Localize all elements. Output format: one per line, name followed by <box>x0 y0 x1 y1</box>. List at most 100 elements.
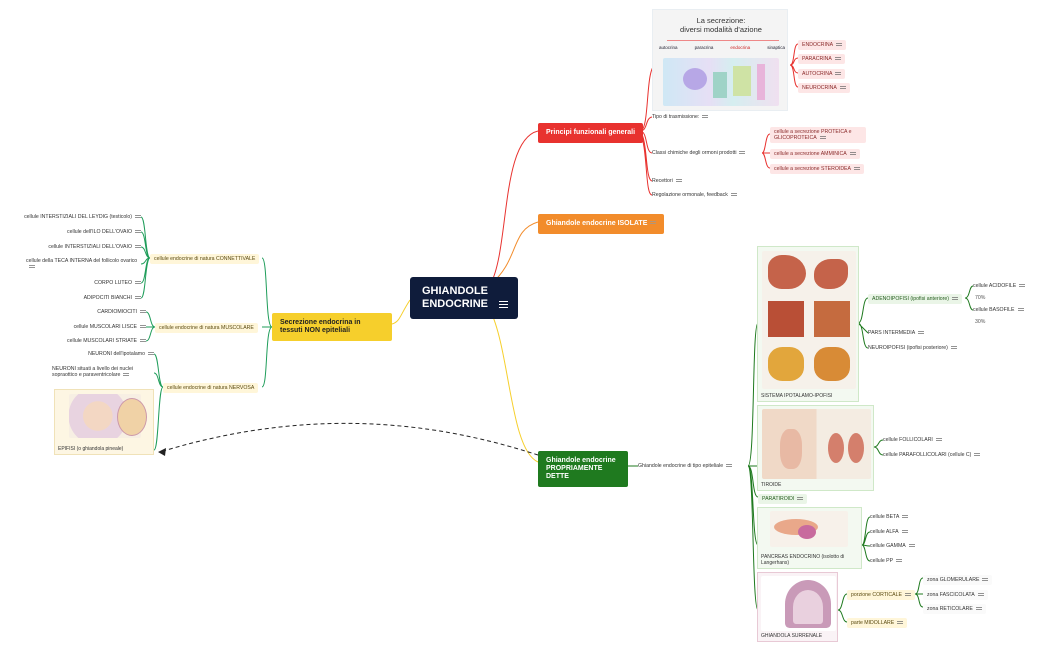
pancreas-card[interactable]: PANCREAS ENDOCRINO (isolotto di Langerha… <box>757 507 862 569</box>
branch-tessuti-label: Secrezione endocrina in tessuti NON epit… <box>280 319 361 334</box>
zona-reticolare[interactable]: zona RETICOLARE <box>923 604 986 615</box>
zona-reticolare-label: zona RETICOLARE <box>927 606 973 612</box>
tipo-autocrina-label: AUTOCRINA <box>802 71 833 77</box>
notes-icon <box>726 463 733 468</box>
tipo-neurocrina[interactable]: NEUROCRINA <box>798 83 850 94</box>
tipo-paracrina[interactable]: PARACRINA <box>798 54 845 65</box>
acidofile[interactable]: cellule ACIDOFILE <box>973 283 1026 289</box>
adenoipofisi-label: ADENOIPOFISI (ipofisi anteriore) <box>872 296 949 302</box>
midollare[interactable]: parte MIDOLLARE <box>847 618 908 629</box>
surrenale-label: GHIANDOLA SURRENALE <box>761 633 823 639</box>
central-topic[interactable]: GHIANDOLE ENDOCRINE <box>410 277 518 319</box>
musc-item-cardio[interactable]: CARDIOMIOCITI <box>40 309 146 315</box>
classe-steroidea[interactable]: cellule a secrezione STEROIDEA <box>770 164 864 175</box>
surrenale-card[interactable]: GHIANDOLA SURRENALE <box>757 572 838 642</box>
surrenale-illustration <box>761 576 836 631</box>
branch-principi[interactable]: Principi funzionali generali <box>538 123 644 143</box>
notes-icon <box>730 192 737 197</box>
neuroipofisi[interactable]: NEUROIPOFISI (ipofisi posteriore) <box>868 345 957 351</box>
notes-icon <box>739 150 746 155</box>
notes-icon <box>135 229 141 234</box>
notes-icon <box>950 345 957 350</box>
cell-beta-label: cellule BETA <box>870 514 900 520</box>
conn-item-interstiziali[interactable]: cellule INTERSTIZIALI DELL'OVAIO <box>18 244 141 250</box>
nerv-item-nuclei[interactable]: NEURONI situati a livello dei nuclei sop… <box>52 366 152 378</box>
classi-chimiche[interactable]: Classi chimiche degli ormoni prodotti <box>652 150 746 156</box>
mode-autocrina: autocrina <box>659 45 678 50</box>
ipotalamo-card[interactable]: SISTEMA IPOTALAMO-IPOFISI <box>757 246 859 402</box>
paratiroidi[interactable]: PARATIROIDI <box>758 494 808 505</box>
basofile-label: cellule BASOFILE <box>973 307 1015 313</box>
epifisi-card[interactable]: EPIFISI (o ghiandola pineale) <box>54 389 154 455</box>
notes-icon <box>904 592 911 597</box>
conn-item-leydig[interactable]: cellule INTERSTIZIALI DEL LEYDIG (testic… <box>18 214 141 220</box>
muscolare-label: cellule endocrine di natura MUSCOLARE <box>159 325 254 331</box>
muscolare[interactable]: cellule endocrine di natura MUSCOLARE <box>155 323 258 334</box>
zona-glomerulare-label: zona GLOMERULARE <box>927 577 980 583</box>
notes-icon <box>123 372 130 377</box>
follicolari[interactable]: cellule FOLLICOLARI <box>883 437 942 443</box>
nervosa[interactable]: cellule endocrine di natura NERVOSA <box>163 383 259 394</box>
notes-icon <box>675 178 682 183</box>
classe-proteica[interactable]: cellule a secrezione PROTEICA e GLICOPRO… <box>770 127 866 144</box>
tipo-autocrina[interactable]: AUTOCRINA <box>798 69 846 80</box>
cell-gamma-label: cellule GAMMA <box>870 543 906 549</box>
neuroipofisi-label: NEUROIPOFISI (ipofisi posteriore) <box>868 345 948 351</box>
tipo-trasmissione[interactable]: Tipo di trasmissione: <box>652 114 709 120</box>
conn-item-teca-label: cellule della TECA INTERNA del follicolo… <box>26 258 138 264</box>
conn-item-corpo-luteo[interactable]: CORPO LUTEO <box>18 280 141 286</box>
musc-item-striate[interactable]: cellule MUSCOLARI STRIATE <box>40 338 146 344</box>
parafollicolari[interactable]: cellule PARAFOLLICOLARI (cellule C) <box>883 452 981 458</box>
notes-icon <box>135 244 141 249</box>
basofile-pct: 30% <box>975 319 986 325</box>
conn-item-ilo[interactable]: cellule dell'ILO DELL'OVAIO <box>18 229 141 235</box>
pars-intermedia[interactable]: PARS INTERMEDIA <box>868 330 925 336</box>
pars-intermedia-label: PARS INTERMEDIA <box>868 330 916 336</box>
zona-fascicolata-label: zona FASCICOLATA <box>927 592 975 598</box>
tiroide-label: TIROIDE <box>761 482 782 488</box>
classe-proteica-label: cellule a secrezione PROTEICA e GLICOPRO… <box>774 129 852 142</box>
classe-amminica[interactable]: cellule a secrezione AMMINICA <box>770 149 860 160</box>
cell-beta[interactable]: cellule BETA <box>870 514 909 520</box>
branch-tessuti[interactable]: Secrezione endocrina in tessuti NON epit… <box>272 313 392 341</box>
tipo-trasmissione-label: Tipo di trasmissione: <box>652 114 700 120</box>
recettori-label: Recettori <box>652 178 673 184</box>
recettori[interactable]: Recettori <box>652 178 682 184</box>
adenoipofisi[interactable]: ADENOIPOFISI (ipofisi anteriore) <box>868 294 962 305</box>
zona-glomerulare[interactable]: zona GLOMERULARE <box>923 575 993 586</box>
connettivale[interactable]: cellule endocrine di natura CONNETTIVALE <box>150 254 260 265</box>
branch-proprie-label: Ghiandole endocrine PROPRIAMENTE DETTE <box>546 457 616 480</box>
branch-isolate[interactable]: Ghiandole endocrine ISOLATE <box>538 214 665 234</box>
basofile[interactable]: cellule BASOFILE <box>973 307 1024 313</box>
notes-icon <box>650 221 657 226</box>
notes-icon <box>835 71 842 76</box>
notes-icon <box>797 496 804 501</box>
cell-alfa[interactable]: cellule ALFA <box>870 529 908 535</box>
classe-amminica-label: cellule a secrezione AMMINICA <box>774 151 847 157</box>
notes-icon <box>977 592 984 597</box>
branch-proprie[interactable]: Ghiandole endocrine PROPRIAMENTE DETTE <box>538 451 628 487</box>
cell-gamma[interactable]: cellule GAMMA <box>870 543 915 549</box>
conn-item-adipociti[interactable]: ADIPOCITI BIANCHI <box>18 295 141 301</box>
classi-chimiche-label: Classi chimiche degli ormoni prodotti <box>652 150 737 156</box>
corticale-label: porzione CORTICALE <box>851 592 902 598</box>
secretion-image[interactable]: La secrezione: diversi modalità d'azione… <box>652 9 788 111</box>
conn-item-teca[interactable]: cellule della TECA INTERNA del follicolo… <box>26 258 141 270</box>
zona-fascicolata[interactable]: zona FASCICOLATA <box>923 590 988 601</box>
tipo-endocrina[interactable]: ENDOCRINA <box>798 40 847 51</box>
tipo-epiteliale[interactable]: Ghiandole endocrine di tipo epiteliale <box>638 463 733 469</box>
musc-item-cardio-label: CARDIOMIOCITI <box>97 309 137 315</box>
notes-icon <box>135 214 141 219</box>
nerv-item-ipotalamo[interactable]: NEURONI dell'ipotalamo <box>60 351 154 357</box>
central-title: GHIANDOLE ENDOCRINE <box>421 285 488 310</box>
corticale[interactable]: porzione CORTICALE <box>847 590 915 601</box>
notes-icon <box>1019 283 1026 288</box>
cell-pp[interactable]: cellule PP <box>870 558 903 564</box>
notes-icon <box>849 151 856 156</box>
musc-item-lisce[interactable]: cellule MUSCOLARI LISCE <box>40 324 146 330</box>
tiroide-card[interactable]: TIROIDE <box>757 405 874 491</box>
regolazione[interactable]: Regolazione ormonale, feedback <box>652 192 737 198</box>
paratiroidi-label: PARATIROIDI <box>762 496 795 502</box>
pancreas-illustration <box>770 511 848 547</box>
